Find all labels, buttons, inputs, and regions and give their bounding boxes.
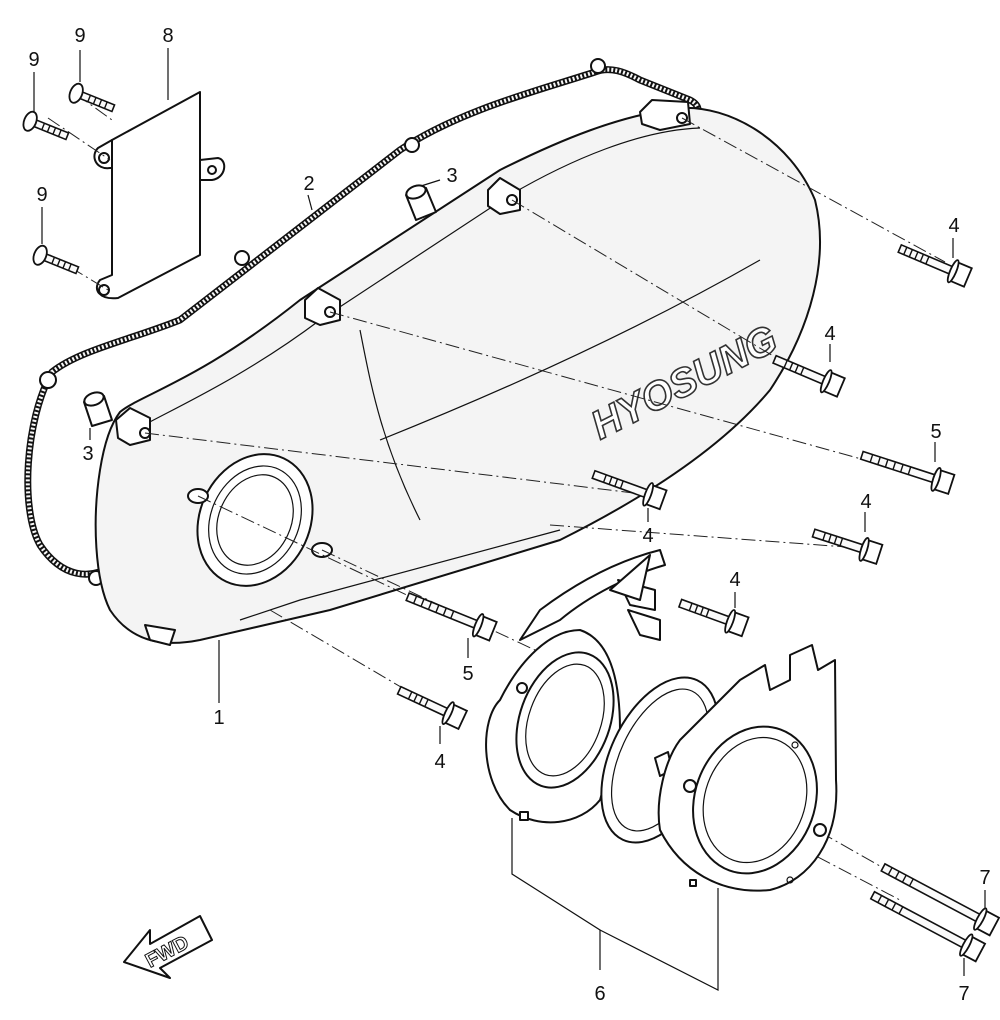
callout-4-mid: 4 <box>729 569 740 591</box>
callout-4-right-lower: 4 <box>860 491 871 513</box>
bolt-4-upper-mid <box>771 354 846 398</box>
bolt-4-top-right <box>897 243 973 288</box>
callout-4-upper-mid: 4 <box>824 323 835 345</box>
callout-9-top: 9 <box>74 25 85 47</box>
gasket-part-2 <box>24 58 702 586</box>
air-duct-inner-part-6 <box>485 549 666 824</box>
dowel-pin-lower <box>83 391 113 427</box>
callout-4-center: 4 <box>642 525 653 547</box>
callout-5-lower: 5 <box>462 663 473 685</box>
callout-labels: 1 2 3 3 4 4 4 4 4 4 5 5 6 7 7 8 9 9 9 <box>28 25 990 1005</box>
bolt-5-lower <box>405 592 498 642</box>
screw-9-left <box>22 110 70 141</box>
callout-5-right: 5 <box>930 421 941 443</box>
callout-9-bottom: 9 <box>36 184 47 206</box>
callout-3-lower: 3 <box>82 443 93 465</box>
callout-7-lower: 7 <box>958 983 969 1005</box>
leader-lines <box>33 48 986 991</box>
bolt-5-right <box>859 450 956 495</box>
callout-1: 1 <box>213 707 224 729</box>
forward-direction-arrow: FWD <box>123 915 213 979</box>
callout-8: 8 <box>162 25 173 47</box>
bolt-4-bottom-left <box>396 685 469 731</box>
callout-9-left: 9 <box>28 49 39 71</box>
callout-3-upper: 3 <box>446 165 457 187</box>
left-crankcase-cover-part-1: HYOSUNG <box>94 99 821 646</box>
bolt-7-lower <box>869 890 987 963</box>
callout-4-top-right: 4 <box>948 215 959 237</box>
bolt-4-right-lower <box>811 528 884 565</box>
screw-9-bottom <box>32 244 80 275</box>
callout-4-bottom-left: 4 <box>434 751 445 773</box>
callout-7-upper: 7 <box>979 867 990 889</box>
outer-cover-part-6 <box>657 644 838 892</box>
cover-plate-part-8 <box>93 91 226 300</box>
bolt-4-center <box>591 469 668 511</box>
bolt-4-mid <box>677 598 750 638</box>
callout-6: 6 <box>594 983 605 1005</box>
dowel-pin-upper <box>405 184 437 221</box>
bolt-7-upper <box>880 862 1000 937</box>
callout-2: 2 <box>303 173 314 195</box>
screw-9-top <box>68 82 116 113</box>
